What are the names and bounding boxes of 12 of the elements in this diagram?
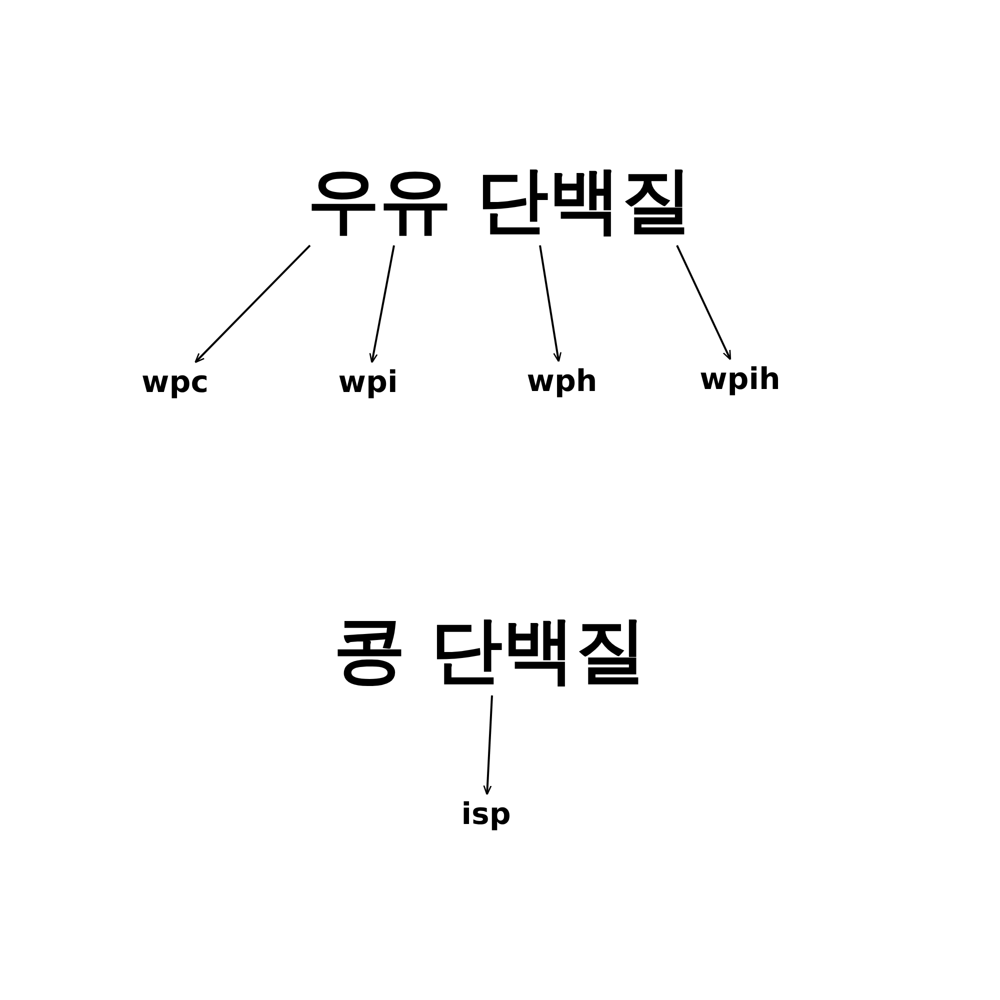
node-label: wph bbox=[526, 364, 598, 400]
category-heading: 우유 단백질 bbox=[307, 158, 693, 242]
arrow bbox=[539, 245, 562, 362]
arrow bbox=[369, 245, 395, 364]
arrow bbox=[194, 244, 311, 364]
arrow bbox=[483, 695, 493, 796]
node-label: isp bbox=[461, 798, 511, 832]
node-label: wpih bbox=[700, 362, 780, 398]
node-label: wpc bbox=[142, 366, 208, 400]
arrow bbox=[676, 244, 732, 360]
category-heading: 콩 단백질 bbox=[333, 608, 647, 692]
node-label: wpi bbox=[338, 366, 398, 400]
